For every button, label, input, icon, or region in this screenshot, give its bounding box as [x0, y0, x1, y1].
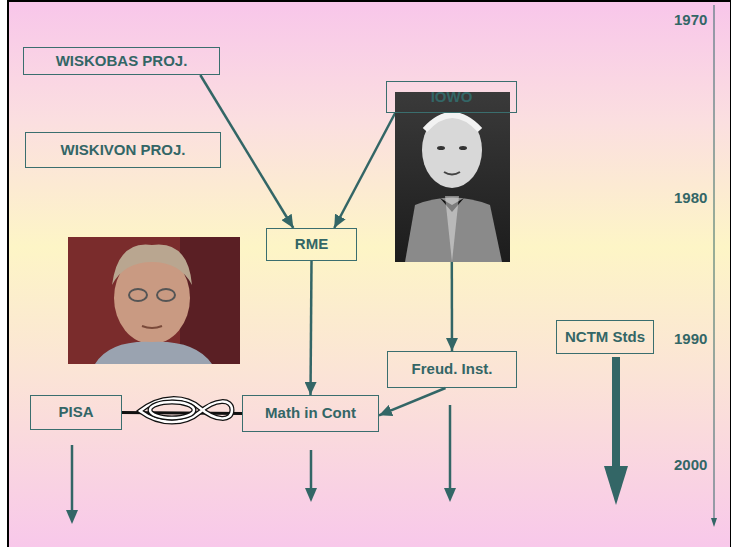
box-label: RME	[295, 236, 328, 253]
process-box: Math in Cont	[242, 395, 379, 432]
box-label: Freud. Inst.	[412, 361, 493, 378]
box-content: PISA	[58, 404, 93, 421]
process-box: WISKOBAS PROJ.	[23, 47, 220, 75]
year-label: 1970	[674, 12, 707, 29]
down-arrow	[444, 405, 456, 502]
arrow-connector	[379, 388, 446, 415]
box-label: Math in Cont	[265, 405, 356, 422]
process-box: PISA	[30, 395, 122, 430]
box-label: WISKIVON PROJ.	[60, 142, 185, 159]
box-label: IOWO	[431, 89, 473, 106]
process-box: Freud. Inst.	[387, 351, 517, 388]
knot-symbol	[140, 399, 232, 422]
box-label: NCTM Stds	[565, 329, 645, 346]
box-content: IOWO	[431, 89, 473, 106]
process-box: RME	[266, 228, 357, 261]
box-content: Math in Cont	[265, 405, 356, 422]
box-content: NCTM Stds	[565, 329, 645, 346]
thick-down-arrow	[604, 357, 628, 505]
timeline-axis	[711, 5, 717, 527]
box-content: Freud. Inst.	[412, 361, 493, 378]
box-content: WISKIVON PROJ.	[60, 142, 185, 159]
box-label: PISA	[58, 404, 93, 421]
year-label: 2000	[674, 457, 707, 474]
year-label: 1990	[674, 331, 707, 348]
box-label: WISKOBAS PROJ.	[56, 53, 188, 70]
process-box: WISKIVON PROJ.	[25, 132, 221, 168]
portrait-photo	[68, 237, 240, 364]
portrait-photo	[395, 92, 510, 262]
down-arrow	[66, 445, 78, 524]
arrow-connector	[311, 261, 312, 395]
process-box: IOWO	[386, 81, 517, 113]
down-arrow	[305, 450, 317, 502]
arrow-connector	[334, 113, 395, 228]
box-content: WISKOBAS PROJ.	[56, 53, 188, 70]
year-label: 1980	[674, 190, 707, 207]
arrow-connector	[200, 75, 293, 228]
box-content: RME	[295, 236, 328, 253]
process-box: NCTM Stds	[556, 320, 654, 354]
